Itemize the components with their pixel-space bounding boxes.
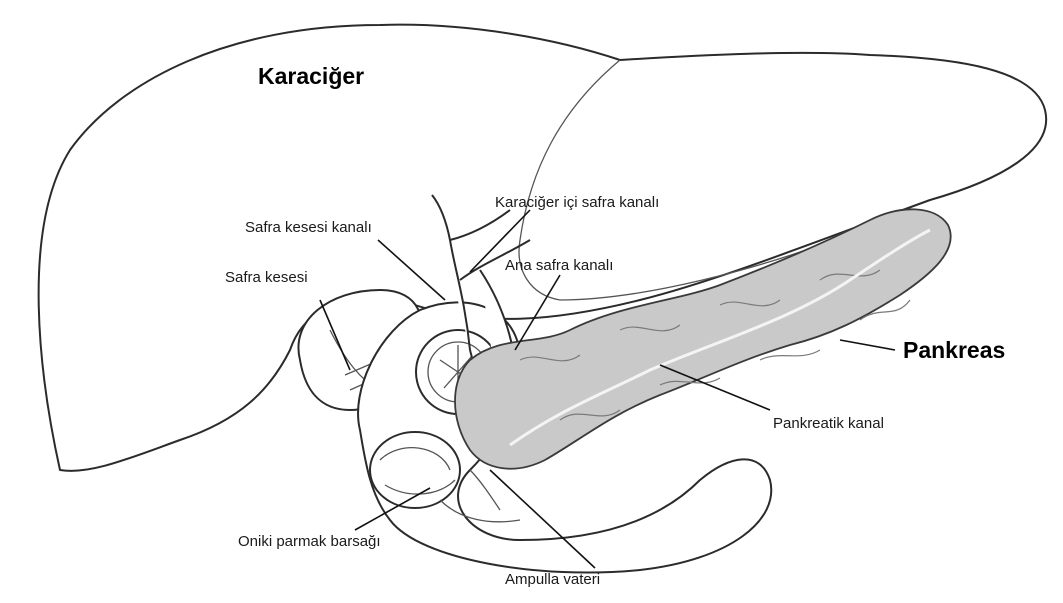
- label-pancreas: Pankreas: [903, 337, 1005, 363]
- label-intrahepatic-duct: Karaciğer içi safra kanalı: [495, 194, 659, 211]
- leader-pancreas: [840, 340, 895, 350]
- label-ampulla: Ampulla vateri: [505, 571, 600, 588]
- label-pancreatic-duct: Pankreatik kanal: [773, 415, 884, 432]
- label-duodenum: Oniki parmak barsağı: [238, 533, 381, 550]
- label-liver: Karaciğer: [258, 63, 364, 89]
- label-common-bile-duct: Ana safra kanalı: [505, 257, 613, 274]
- label-gallbladder: Safra kesesi: [225, 269, 308, 286]
- label-cystic-duct: Safra kesesi kanalı: [245, 219, 372, 236]
